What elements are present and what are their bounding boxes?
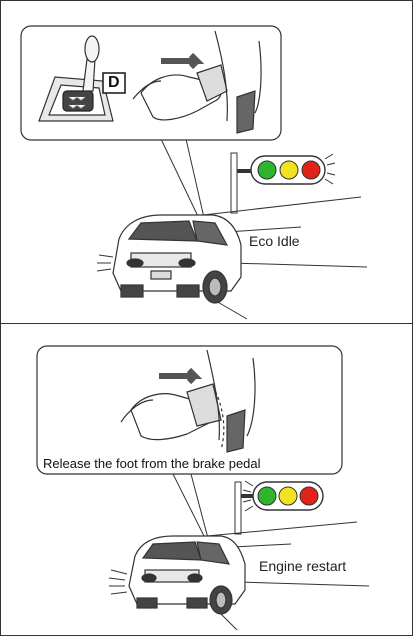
gear-indicator-d: D — [108, 74, 120, 92]
callout-pointer — [173, 474, 209, 542]
motion-lines — [97, 255, 113, 271]
yellow-light — [279, 487, 297, 505]
eco-idle-panel: D Eco Idle — [1, 1, 412, 324]
motion-lines — [109, 570, 127, 594]
engine-restart-label: Engine restart — [259, 558, 346, 574]
car-icon — [113, 215, 241, 303]
eco-idle-label: Eco Idle — [249, 233, 300, 249]
engine-restart-panel: Release the foot from the brake pedal En… — [1, 324, 412, 635]
eco-idle-illustration — [1, 1, 412, 323]
callout-caption: Release the foot from the brake pedal — [43, 456, 261, 471]
car-icon — [129, 536, 245, 614]
traffic-light-icon — [231, 153, 335, 213]
green-light — [258, 161, 276, 179]
green-light — [258, 487, 276, 505]
red-light — [302, 161, 320, 179]
engine-restart-illustration — [1, 324, 412, 635]
red-light — [300, 487, 318, 505]
yellow-light — [280, 161, 298, 179]
